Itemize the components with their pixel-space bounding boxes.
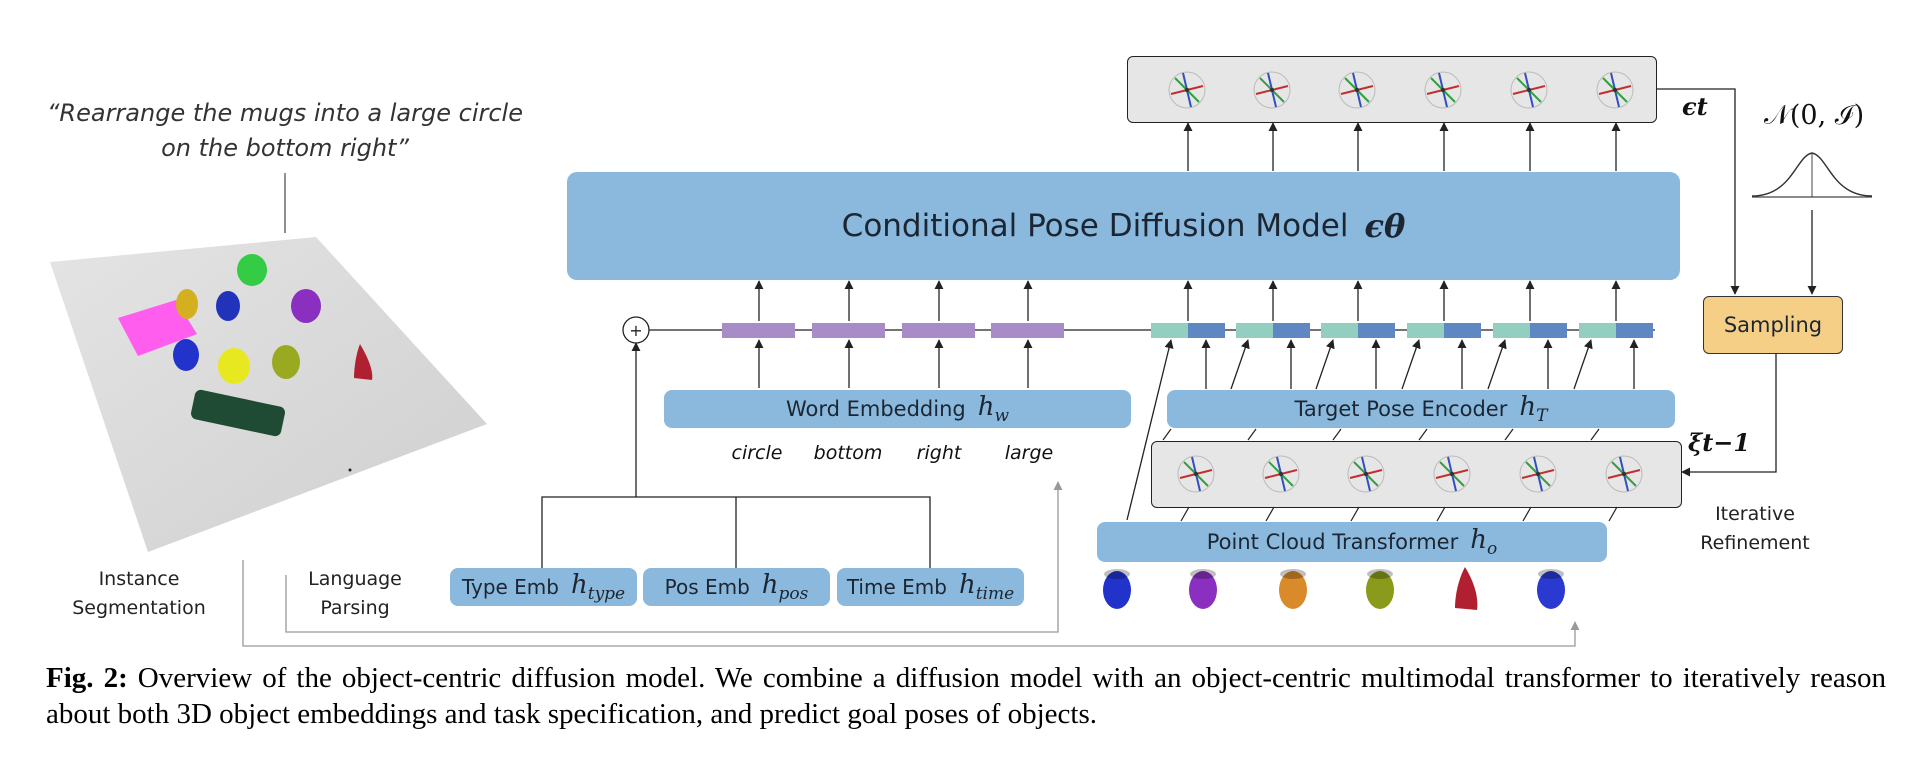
time-emb-symbol: htime bbox=[958, 569, 1015, 605]
sampling-box: Sampling bbox=[1703, 296, 1843, 354]
output-pose-panel bbox=[1127, 56, 1657, 123]
word-token bbox=[902, 323, 975, 338]
language-parsing-label: Language Parsing bbox=[308, 568, 402, 619]
instruction-text: “Rearrange the mugs into a large circle … bbox=[46, 99, 523, 162]
pose-token-pose bbox=[1358, 323, 1395, 338]
gaussian-curve-icon bbox=[1751, 152, 1873, 198]
plus-circle-icon bbox=[622, 316, 650, 344]
diffusion-model-label: Conditional Pose Diffusion Model bbox=[841, 208, 1349, 244]
target-pose-encoder-label: Target Pose Encoder bbox=[1294, 397, 1508, 421]
object-multicolor-mug-icon bbox=[1279, 569, 1307, 609]
diffusion-model-box: Conditional Pose Diffusion Model ϵθ bbox=[567, 172, 1680, 280]
caption-text: Overview of the object-centric diffusion… bbox=[46, 662, 1886, 730]
pose-token-pose bbox=[1444, 323, 1481, 338]
pose-token-object bbox=[1493, 323, 1530, 338]
word-right: right bbox=[916, 442, 962, 464]
pos-emb-symbol: hpos bbox=[761, 569, 809, 605]
xi-symbol: ξt−1 bbox=[1688, 428, 1751, 457]
magenta-object bbox=[118, 300, 197, 356]
object-blue-mug-2-icon bbox=[1537, 569, 1565, 609]
pose-token-pose bbox=[1616, 323, 1653, 338]
word-token bbox=[991, 323, 1064, 338]
caption-label: Fig. 2: bbox=[46, 662, 128, 694]
point-cloud-transformer-label: Point Cloud Transformer bbox=[1206, 530, 1459, 554]
pose-token-object bbox=[1579, 323, 1616, 338]
object-olive-mug-icon bbox=[1366, 569, 1394, 609]
pose-token-object bbox=[1151, 323, 1188, 338]
word-bottom: bottom bbox=[813, 442, 883, 464]
word-embedding-symbol: hw bbox=[977, 391, 1010, 427]
noise-symbol: ϵt bbox=[1682, 92, 1708, 121]
object-purple-mug-icon bbox=[1189, 569, 1217, 609]
type-emb-symbol: htype bbox=[570, 569, 626, 605]
word-large: large bbox=[1004, 442, 1054, 464]
svg-text:+: + bbox=[629, 321, 642, 340]
word-embedding-label: Word Embedding bbox=[785, 397, 966, 421]
word-circle: circle bbox=[731, 442, 783, 464]
pose-token-object bbox=[1321, 323, 1358, 338]
point-cloud-transformer-symbol: ho bbox=[1470, 524, 1498, 560]
pose-token-pose bbox=[1188, 323, 1225, 338]
type-emb-label: Type Emb bbox=[461, 575, 559, 599]
iterative-refinement-label: Iterative Refinement bbox=[1700, 503, 1810, 554]
time-emb-label: Time Emb bbox=[846, 575, 947, 599]
pos-emb-label: Pos Emb bbox=[664, 575, 750, 599]
pose-token-pose bbox=[1530, 323, 1567, 338]
pose-token-pose bbox=[1273, 323, 1310, 338]
word-token bbox=[722, 323, 795, 338]
instance-segmentation-label: Instance Segmentation bbox=[72, 568, 206, 619]
time-emb-box: Time Emb htime bbox=[837, 568, 1024, 606]
pos-emb-box: Pos Emb hpos bbox=[643, 568, 830, 606]
word-embedding-box: Word Embedding hw bbox=[664, 390, 1131, 428]
noisy-pose-panel bbox=[1151, 441, 1682, 508]
object-red-mug-icon bbox=[1455, 567, 1478, 610]
target-pose-encoder-symbol: hT bbox=[1519, 391, 1548, 427]
figure-caption: Fig. 2: Overview of the object-centric d… bbox=[46, 660, 1886, 732]
pose-token-object bbox=[1407, 323, 1444, 338]
type-emb-box: Type Emb htype bbox=[450, 568, 637, 606]
word-token bbox=[812, 323, 885, 338]
object-blue-mug-icon bbox=[1103, 569, 1131, 609]
normal-dist-symbol: 𝒩(0, ℐ) bbox=[1764, 100, 1865, 131]
green-block bbox=[191, 389, 285, 437]
point-cloud-transformer-box: Point Cloud Transformer ho bbox=[1097, 522, 1607, 562]
diffusion-model-symbol: ϵθ bbox=[1364, 207, 1406, 245]
scene-point-cloud bbox=[50, 173, 487, 552]
target-pose-encoder-box: Target Pose Encoder hT bbox=[1167, 390, 1675, 428]
pose-token-object bbox=[1236, 323, 1273, 338]
